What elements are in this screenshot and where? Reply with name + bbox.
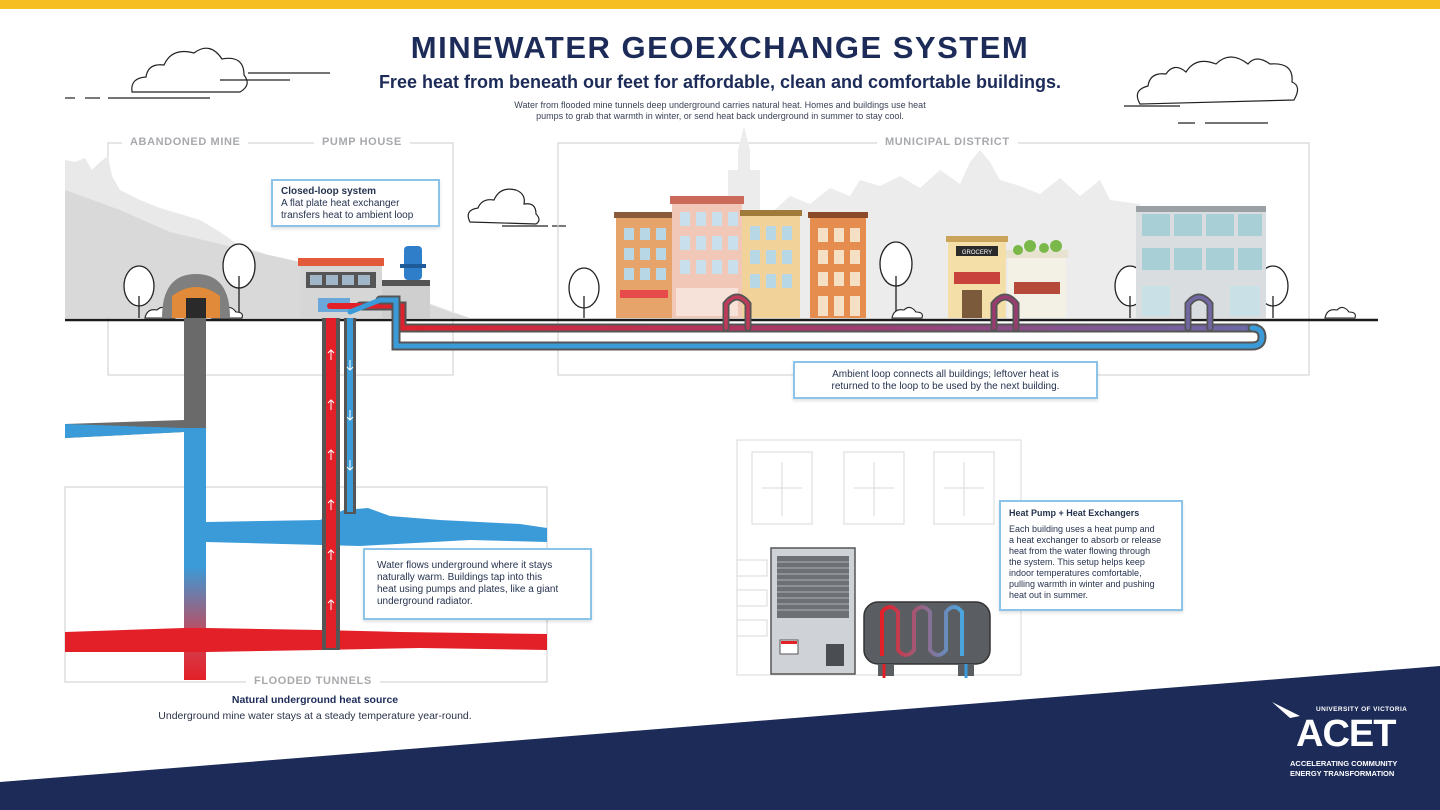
- acet-logo-wing-icon: [1272, 702, 1300, 718]
- callout-closed-loop: Closed-loop system A flat plate heat exc…: [271, 179, 440, 227]
- callout-heat-pump-line: heat from the water flowing through: [1009, 546, 1151, 556]
- pump-wells: [322, 318, 356, 650]
- heat-exchanger-tank: [863, 601, 991, 678]
- flooded-water: [65, 424, 547, 680]
- intro-text: Water from flooded mine tunnels deep und…: [470, 100, 970, 122]
- intro-line-2: pumps to grab that warmth in winter, or …: [536, 111, 904, 121]
- heat-source-title: Natural underground heat source: [231, 694, 399, 706]
- callout-closed-loop-line: transfers heat to ambient loop: [281, 210, 414, 221]
- callout-closed-loop-line: A flat plate heat exchanger: [281, 198, 400, 209]
- callout-water-flows: Water flows underground where it stays n…: [363, 548, 592, 620]
- cloud-middle: [467, 188, 566, 227]
- callout-water-flows-line: underground radiator.: [377, 596, 473, 607]
- intro-line-1: Water from flooded mine tunnels deep und…: [514, 100, 926, 110]
- callout-heat-pump-line: indoor temperatures comfortable,: [1009, 568, 1142, 578]
- ambient-loop: [327, 293, 1267, 351]
- callout-heat-pump-line: Each building uses a heat pump and: [1009, 524, 1155, 534]
- callout-closed-loop-title: Closed-loop system: [281, 186, 377, 197]
- glass-office-building: [1136, 206, 1266, 318]
- logo-university: UNIVERSITY OF VICTORIA: [1316, 706, 1408, 713]
- mine-shaft: [184, 318, 206, 428]
- grocery-building: GROCERY: [946, 236, 1068, 318]
- callout-water-flows-line: Water flows underground where it stays: [377, 560, 553, 571]
- callout-heat-pump-line: pulling warmth in winter and pushing: [1009, 579, 1155, 589]
- mine-entrance: [162, 274, 230, 318]
- callout-heat-pump-line: heat out in summer.: [1009, 590, 1089, 600]
- house-sketch: [736, 439, 1022, 676]
- label-pump-house: PUMP HOUSE: [314, 136, 410, 148]
- cloud-left: [65, 47, 330, 99]
- page-title: MINEWATER GEOEXCHANGE SYSTEM: [410, 30, 1030, 65]
- logo-line-2: ENERGY TRANSFORMATION: [1290, 769, 1395, 778]
- callout-water-flows-line: naturally warm. Buildings tap into this: [377, 572, 543, 583]
- callout-ambient-loop-line: returned to the loop to be used by the n…: [831, 381, 1060, 392]
- logo-acet: ACET: [1296, 713, 1396, 755]
- callout-heat-pump: Heat Pump + Heat Exchangers Each buildin…: [999, 500, 1183, 611]
- top-accent-bar: [0, 0, 1440, 9]
- label-abandoned-mine: ABANDONED MINE: [122, 136, 249, 148]
- heat-source-text: Underground mine water stays at a steady…: [158, 710, 472, 722]
- footer-band: [0, 666, 1440, 810]
- grocery-sign: GROCERY: [962, 250, 992, 256]
- callout-heat-pump-line: the system. This setup helps keep: [1009, 557, 1145, 567]
- callout-heat-pump-title: Heat Pump + Heat Exchangers: [1009, 508, 1140, 518]
- callout-heat-pump-line: a heat exchanger to absorb or release: [1009, 535, 1162, 545]
- logo-line-1: ACCELERATING COMMUNITY: [1290, 759, 1398, 768]
- label-flooded-tunnels: FLOODED TUNNELS: [246, 675, 380, 687]
- callout-ambient-loop-line: Ambient loop connects all buildings; lef…: [832, 369, 1059, 380]
- heat-pump-unit: [770, 547, 856, 675]
- cloud-right: [1124, 56, 1299, 124]
- acet-logo: UNIVERSITY OF VICTORIA ACET ACCELERATING…: [1270, 700, 1420, 790]
- callout-water-flows-line: heat using pumps and plates, like a gian…: [377, 584, 559, 595]
- pump-house: [298, 246, 430, 318]
- page-subtitle: Free heat from beneath our feet for affo…: [378, 72, 1062, 92]
- callout-ambient-loop: Ambient loop connects all buildings; lef…: [793, 361, 1098, 399]
- label-municipal-district: MUNICIPAL DISTRICT: [877, 136, 1018, 148]
